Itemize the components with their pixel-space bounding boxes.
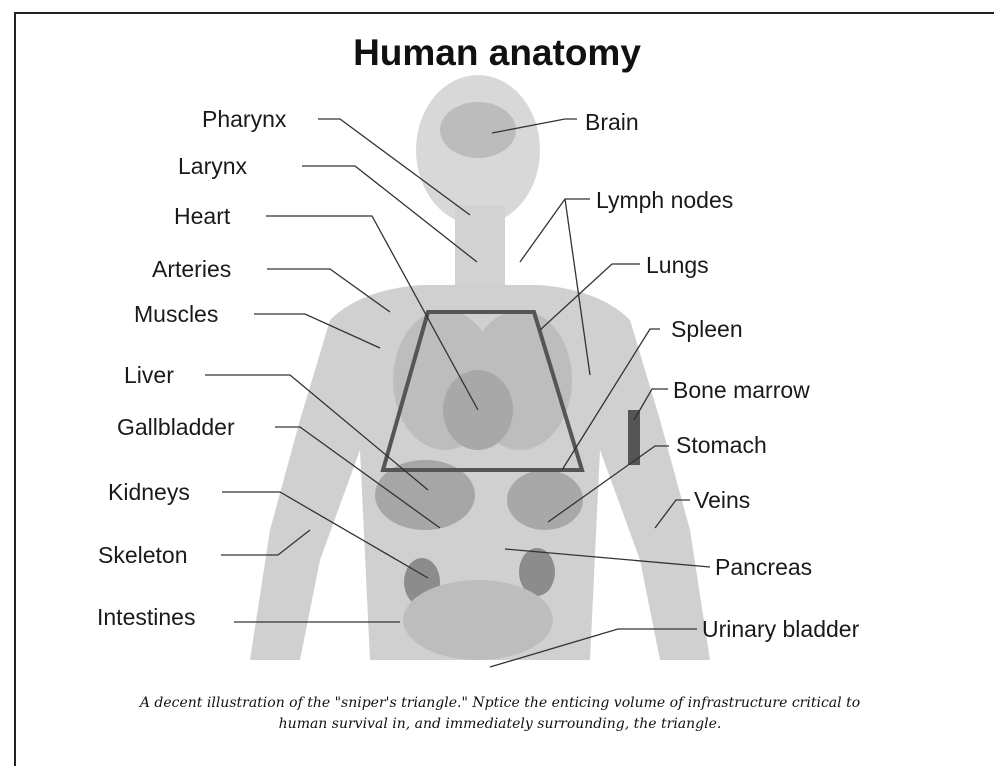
label-gallbladder: Gallbladder: [117, 414, 235, 440]
label-stomach: Stomach: [676, 432, 767, 458]
anatomy-diagram: Pharynx Larynx Heart Arteries Muscles Li…: [0, 0, 994, 690]
caption-line-2: human survival in, and immediately surro…: [60, 714, 940, 735]
label-lymph-nodes: Lymph nodes: [596, 187, 733, 213]
caption-line-1: A decent illustration of the "sniper's t…: [60, 693, 940, 714]
label-arteries: Arteries: [152, 256, 231, 282]
label-urinary-bladder: Urinary bladder: [702, 616, 860, 642]
label-brain: Brain: [585, 109, 639, 135]
label-bone-marrow: Bone marrow: [673, 377, 810, 403]
label-lungs: Lungs: [646, 252, 709, 278]
label-kidneys: Kidneys: [108, 479, 190, 505]
label-spleen: Spleen: [671, 316, 743, 342]
label-larynx: Larynx: [178, 153, 248, 179]
label-skeleton: Skeleton: [98, 542, 188, 568]
label-pancreas: Pancreas: [715, 554, 812, 580]
figure-caption: A decent illustration of the "sniper's t…: [60, 693, 940, 735]
label-intestines: Intestines: [97, 604, 195, 630]
label-pharynx: Pharynx: [202, 106, 287, 132]
label-liver: Liver: [124, 362, 174, 388]
label-heart: Heart: [174, 203, 231, 229]
label-veins: Veins: [694, 487, 750, 513]
label-muscles: Muscles: [134, 301, 218, 327]
